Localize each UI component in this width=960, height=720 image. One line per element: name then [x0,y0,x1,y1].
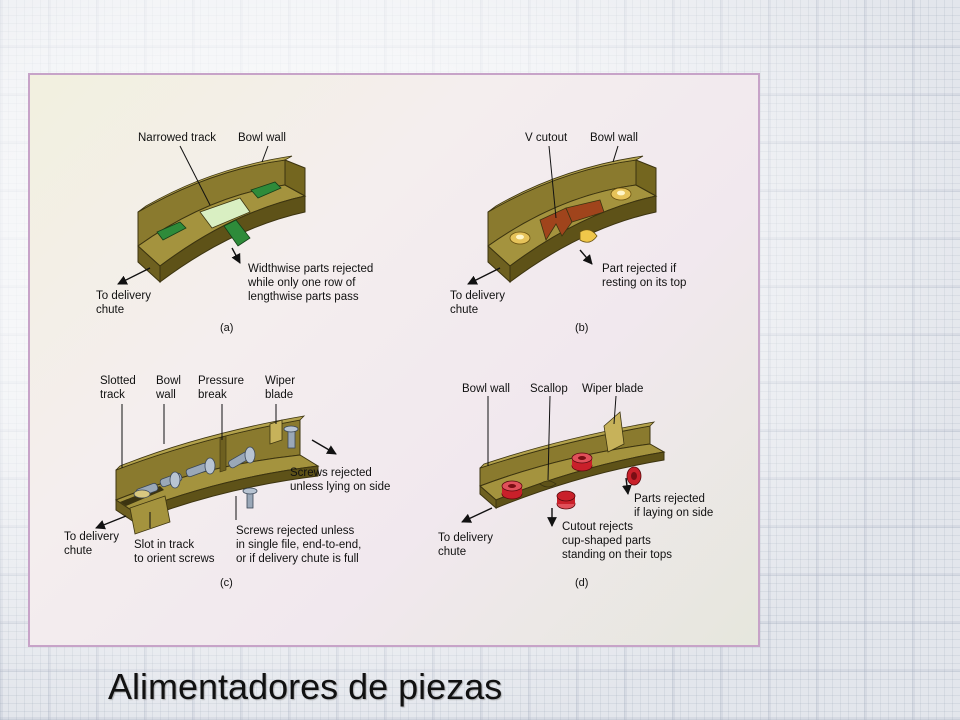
label-wiper-blade-c-2: blade [265,389,293,401]
label-screws-file-2: in single file, end-to-end, [236,539,361,551]
label-parts-side-1: Parts rejected [634,493,705,505]
label-rejected-a-2: while only one row of [247,277,356,289]
leader-v-cutout [548,145,557,219]
label-scallop: Scallop [530,383,568,395]
label-delivery-c-1: To delivery [64,531,119,543]
arrow-delivery-b [467,267,501,285]
label-delivery-a-1: To delivery [96,290,151,302]
label-bowl-wall-a: Bowl wall [238,132,286,144]
panel-a: Narrowed track Bowl wall Widthwise parts… [96,132,373,334]
gold-parts-b [509,187,632,245]
label-delivery-a-2: chute [96,304,124,316]
label-delivery-c-2: chute [64,545,92,557]
label-bowl-wall-c-1: Bowl [156,375,181,387]
label-v-cutout: V cutout [525,132,568,144]
label-screws-side-1: Screws rejected [290,467,372,479]
leader-bowl-wall-a [261,145,269,163]
label-slot-2: to orient screws [134,553,215,565]
label-rejected-b-2: resting on its top [602,277,686,289]
label-bowl-wall-b: Bowl wall [590,132,638,144]
caption-c: (c) [220,577,233,589]
label-slotted-track-2: track [100,389,125,401]
label-slot-1: Slot in track [134,539,194,551]
label-screws-file-3: or if delivery chute is full [236,553,359,565]
label-rejected-a-3: lengthwise parts pass [248,291,359,303]
arrow-rejected-b [579,249,593,265]
caption-a: (a) [220,322,233,334]
leader-narrowed-track [179,145,211,206]
label-cutout-3: standing on their tops [562,549,672,561]
label-delivery-d-2: chute [438,546,466,558]
bowl-wall-d [479,411,666,510]
label-slotted-track-1: Slotted [100,375,136,387]
panel-b: V cutout Bowl wall Part rejected if rest… [450,132,686,334]
arrow-screws-side [311,439,337,455]
arrow-delivery-c [95,515,127,530]
label-screws-side-2: unless lying on side [290,481,390,493]
label-pressure-break-1: Pressure [198,375,244,387]
label-bowl-wall-d: Bowl wall [462,383,510,395]
panel-c: Slotted track Bowl wall Pressure break W… [64,375,390,589]
leader-wiper-blade-d [613,395,617,425]
label-bowl-wall-c-2: wall [155,389,176,401]
caption-b: (b) [575,322,588,334]
label-cutout-1: Cutout rejects [562,521,633,533]
arrow-delivery-d [461,507,493,523]
red-parts-d [501,452,642,510]
screws-c [133,425,299,509]
label-delivery-b-1: To delivery [450,290,505,302]
label-parts-side-2: if laying on side [634,507,713,519]
label-pressure-break-2: break [198,389,227,401]
caption-d: (d) [575,577,588,589]
label-delivery-d-1: To delivery [438,532,493,544]
bowl-wall-b [487,155,658,284]
arrow-parts-side [622,477,632,495]
label-rejected-a-1: Widthwise parts rejected [248,263,373,275]
label-rejected-b-1: Part rejected if [602,263,677,275]
label-narrowed-track: Narrowed track [138,132,216,144]
bowl-wall-a [137,155,307,284]
label-delivery-b-2: chute [450,304,478,316]
leader-bowl-wall-b [612,145,619,163]
arrow-rejected-a [231,247,241,264]
arrow-delivery-a [117,267,151,285]
green-parts-a [156,181,282,247]
page-title: Alimentadores de piezas [108,666,503,707]
label-wiper-blade-d: Wiper blade [582,383,643,395]
label-wiper-blade-c-1: Wiper [265,375,295,387]
label-screws-file-1: Screws rejected unless [236,525,354,537]
leader-scallop [547,395,551,481]
panel-d: Bowl wall Scallop Wiper blade Parts reje… [438,383,713,589]
label-cutout-2: cup-shaped parts [562,535,651,547]
